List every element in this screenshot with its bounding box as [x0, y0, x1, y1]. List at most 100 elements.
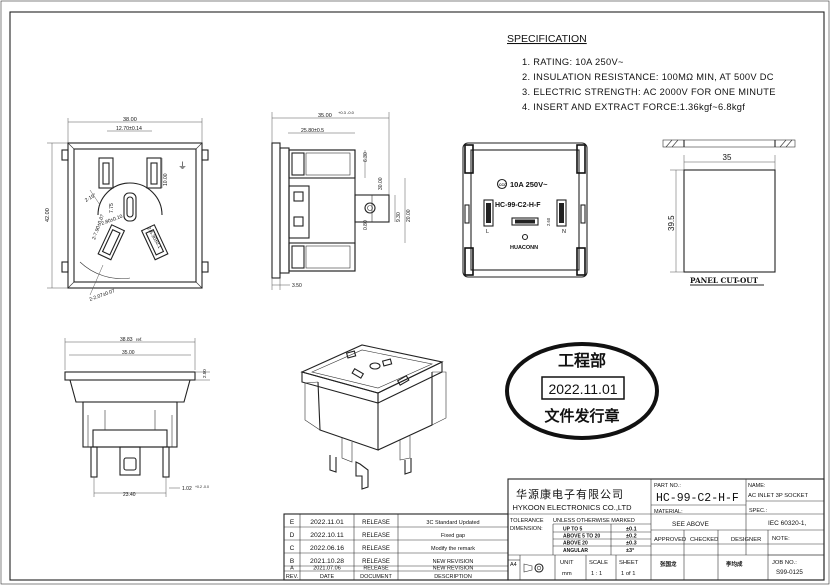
approved-signature: 张国龙	[660, 560, 677, 568]
spec-label: SPEC.:	[749, 508, 768, 514]
rev-row-2-date: 2022.10.11	[310, 532, 344, 539]
bottom-view: 38.83 ref. 35.00 2.50 23.40 1.02 +0.2 -0…	[64, 337, 210, 498]
tol-value-4: ±3°	[626, 548, 634, 554]
bottom-pin2-tol: +0.2 -0.0	[195, 485, 209, 489]
front-width-dim: 38.00	[123, 117, 137, 123]
unit-value: mm	[562, 571, 572, 577]
side-dim-e: 20.00	[406, 209, 412, 222]
front-height-dim: 42.00	[45, 208, 51, 222]
front-angle-dim: 2-15°	[84, 193, 97, 204]
side-dim-d: 9.30	[396, 212, 402, 222]
rear-model: HC-99-C2-H-F	[495, 202, 541, 209]
sheet-value: 1 of 1	[621, 571, 636, 577]
stamp-date: 2022.11.01	[548, 381, 617, 397]
rev-header-description: DESCRIPTION	[434, 574, 472, 580]
side-depth-dim: 35.00	[318, 113, 332, 119]
note-label: NOTE:	[772, 536, 790, 542]
projection-symbol-icon	[534, 563, 544, 573]
release-stamp: 工程部 2022.11.01 文件发行章	[505, 342, 659, 440]
side-dim-c: 0.80	[363, 220, 369, 230]
earth-symbol-icon: ⏚	[178, 161, 187, 171]
side-view: 35.00 +0.3 -0.0 25.80±0.5 30.00 6.30 0.8…	[271, 110, 412, 290]
part-no: HC-99-C2-H-F	[656, 492, 739, 505]
rev-row-1-rev: E	[290, 519, 295, 526]
rear-brand: HUACONN	[510, 245, 538, 251]
job-value: S99-0125	[776, 569, 803, 576]
rev-row-5-date: 2021.07.06	[313, 566, 341, 572]
rev-row-4-doc: RELEASE	[362, 559, 390, 565]
revision-table: E 2022.11.01 RELEASE 3C Standard Updated…	[283, 513, 509, 581]
designer-signature: 李均成	[725, 560, 743, 568]
side-depth-tol: +0.3 -0.0	[338, 110, 355, 115]
bottom-pin2-dim: 1.02	[182, 486, 192, 492]
pin-n-label: N	[562, 229, 566, 235]
tol-value-2: ±0.2	[626, 534, 637, 540]
side-flange-dim: 3.50	[292, 283, 302, 289]
spec-item-2: 2. INSULATION RESISTANCE: 100MΩ MIN, AT …	[522, 72, 774, 82]
side-dim-a: 6.30	[363, 152, 369, 162]
panel-height-dim: 39.5	[667, 215, 676, 231]
designer-label: DESIGNER	[731, 537, 761, 543]
rev-row-3-date: 2022.06.16	[310, 545, 344, 552]
tol-range-2: ABOVE 5 TO 20	[563, 534, 600, 540]
rev-row-5-doc: RELEASE	[363, 566, 389, 572]
bottom-pin-dim: 2.50	[202, 369, 207, 378]
company-name-cn: 华源康电子有限公司	[516, 487, 624, 501]
spec-title: SPECIFICATION	[507, 33, 587, 45]
front-pin-spacing-dim: 12.70±0.14	[116, 126, 142, 132]
stamp-top-text: 工程部	[558, 351, 606, 370]
rev-row-1-date: 2022.11.01	[310, 519, 344, 526]
panel-width-dim: 35	[723, 153, 732, 162]
front-view: 38.00 12.70±0.14 42.00 10.00 ⏚	[45, 117, 209, 303]
ccc-mark: CCC	[499, 183, 507, 187]
rev-row-4-desc: NEW REVISION	[433, 559, 474, 565]
slot-width-dim: 2-2.07±0.07	[89, 288, 116, 303]
tol-range-4: ANGULAR	[563, 548, 588, 554]
tolerance-note: UNLESS OTHERWISE MARKED	[553, 518, 635, 524]
rear-rating: 10A 250V~	[510, 180, 548, 189]
scale-label: SCALE	[589, 560, 608, 566]
tol-value-1: ±0.1	[626, 527, 637, 533]
approved-label: APPROVED	[654, 537, 686, 543]
bottom-inner-dim: 35.00	[122, 350, 135, 356]
tol-value-3: ±0.3	[626, 541, 637, 547]
bottom-span-dim: 23.40	[123, 492, 136, 498]
company-name-en: HYKOON ELECTRONICS CO.,LTD	[512, 503, 632, 512]
spec-value: IEC 60320-1,	[768, 520, 806, 527]
material-value: SEE ABOVE	[672, 521, 710, 528]
bottom-outer-dim: 38.83	[120, 337, 133, 343]
earth-dim: 7.75	[109, 203, 115, 213]
tolerance-label: TOLERANCE	[510, 518, 544, 524]
sheet-label: SHEET	[619, 560, 639, 566]
dimension-label: DIMENSION:	[510, 526, 543, 532]
job-label: JOB NO.:	[772, 560, 797, 566]
tol-range-3: ABOVE 20	[563, 541, 588, 547]
spec-item-1: 1. RATING: 10A 250V~	[522, 57, 624, 67]
rev-row-2-rev: D	[290, 532, 295, 539]
specification-block: SPECIFICATION 1. RATING: 10A 250V~ 2. IN…	[507, 33, 776, 112]
unit-label: UNIT	[560, 560, 574, 566]
rev-header-document: DOCUMENT	[360, 574, 392, 580]
rev-row-1-desc: 3C Standard Updated	[426, 520, 479, 526]
rev-row-1-doc: RELEASE	[362, 520, 390, 526]
rear-view: CCC 10A 250V~ HC-99-C2-H-F L N 2.60 HUAC…	[462, 142, 588, 278]
sheet-size: A4	[510, 562, 517, 568]
scale-value: 1 : 1	[591, 571, 602, 577]
name-value: AC INLET 3P SOCKET	[748, 493, 808, 499]
rev-header-date: DATE	[320, 574, 335, 580]
material-label: MATERIAL:	[654, 509, 683, 515]
spec-item-3: 3. ELECTRIC STRENGTH: AC 2000V FOR ONE M…	[522, 87, 776, 97]
title-block: 华源康电子有限公司 HYKOON ELECTRONICS CO.,LTD PAR…	[507, 478, 825, 581]
front-pin-dim: 10.00	[163, 173, 169, 186]
tol-range-1: UP TO 5	[563, 527, 582, 533]
rev-row-2-doc: RELEASE	[362, 533, 390, 539]
panel-label: PANEL CUT-OUT	[690, 276, 759, 285]
bottom-outer-suffix: ref.	[136, 337, 143, 342]
stamp-bottom-text: 文件发行章	[544, 407, 619, 425]
checked-label: CHECKED	[690, 537, 718, 543]
rev-row-4-rev: B	[290, 558, 294, 565]
rev-row-3-desc: Modify the remark	[431, 546, 475, 552]
slot-dim: 2-7.90±0.07	[91, 213, 106, 240]
